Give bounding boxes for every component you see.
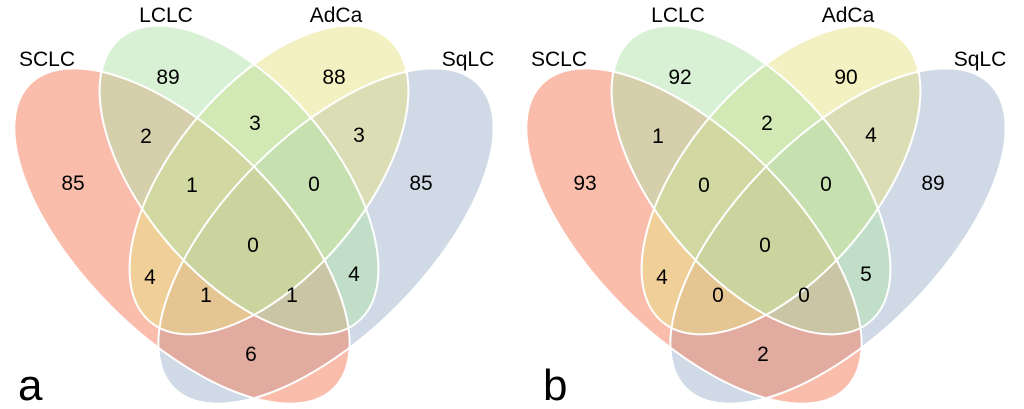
count-sclc-lclc-sqlc: 1 [286, 284, 298, 307]
count-sclc-lclc-sqlc: 0 [798, 284, 810, 307]
venn-outline-lclc [610, 24, 892, 336]
count-adca-only: 88 [322, 66, 345, 89]
count-sqlc-only: 85 [409, 172, 432, 195]
set-label-lclc: LCLC [139, 4, 193, 27]
venn-outlines-a [0, 0, 512, 409]
count-lclc-adca: 2 [761, 112, 773, 135]
venn-outline-adca [128, 24, 410, 336]
count-sclc-only: 93 [573, 172, 596, 195]
count-sclc-lclc-adca: 1 [186, 174, 198, 197]
count-lclc-only: 89 [156, 66, 179, 89]
count-lclc-only: 92 [668, 66, 691, 89]
count-sclc-lclc-adca: 0 [698, 174, 710, 197]
count-lclc-adca-sqlc: 0 [308, 173, 320, 196]
venn-panel-b: SCLC LCLC AdCa SqLC 93 92 90 89 1 2 4 0 … [525, 4, 1007, 409]
count-lclc-sqlc: 5 [860, 263, 872, 286]
count-sclc-lclc: 2 [140, 125, 152, 148]
panel-letter-b: b [543, 361, 567, 409]
count-sclc-lclc: 1 [652, 125, 664, 148]
count-adca-sqlc: 3 [353, 124, 365, 147]
venn-outline-adca [640, 24, 922, 336]
count-sclc-only: 85 [61, 172, 84, 195]
set-label-sqlc: SqLC [442, 48, 495, 71]
venn-outline-sclc [525, 67, 863, 405]
count-sclc-sqlc: 6 [245, 343, 257, 366]
count-center: 0 [759, 234, 771, 257]
count-center: 0 [247, 234, 259, 257]
set-label-sqlc: SqLC [954, 48, 1007, 71]
region-counts-a: 85 89 88 85 2 3 3 1 0 0 4 4 1 1 6 [61, 66, 432, 366]
count-sclc-adca: 4 [144, 266, 156, 289]
venn-outline-sclc [13, 67, 351, 405]
count-lclc-adca-sqlc: 0 [820, 173, 832, 196]
count-sqlc-only: 89 [921, 172, 944, 195]
count-sclc-adca: 4 [656, 266, 668, 289]
set-label-adca: AdCa [822, 4, 875, 27]
count-sclc-adca-sqlc: 1 [200, 284, 212, 307]
count-sclc-sqlc: 2 [757, 343, 769, 366]
set-labels-a: SCLC LCLC AdCa SqLC [19, 4, 494, 71]
count-sclc-adca-sqlc: 0 [712, 284, 724, 307]
set-label-lclc: LCLC [651, 4, 705, 27]
venn-outline-sqlc [157, 67, 495, 405]
venn-outline-sqlc [669, 67, 1007, 405]
count-adca-only: 90 [834, 66, 857, 89]
venn-ellipse-lclc [611, 25, 891, 335]
set-label-sclc: SCLC [531, 48, 587, 71]
venn-outline-lclc [98, 24, 380, 336]
venn-panel-a: SCLC LCLC AdCa SqLC 85 89 88 85 2 3 3 1 … [0, 0, 512, 409]
set-labels-b: SCLC LCLC AdCa SqLC [531, 4, 1006, 71]
count-adca-sqlc: 4 [865, 124, 877, 147]
set-label-adca: AdCa [310, 4, 363, 27]
region-counts-b: 93 92 90 89 1 2 4 0 0 0 4 5 0 0 2 [573, 66, 944, 366]
panel-letter-a: a [18, 361, 43, 409]
venn-ellipse-lclc [99, 25, 379, 335]
venn-outlines-b [525, 24, 1007, 405]
count-lclc-sqlc: 4 [348, 263, 360, 286]
set-label-sclc: SCLC [19, 48, 75, 71]
count-lclc-adca: 3 [249, 112, 261, 135]
